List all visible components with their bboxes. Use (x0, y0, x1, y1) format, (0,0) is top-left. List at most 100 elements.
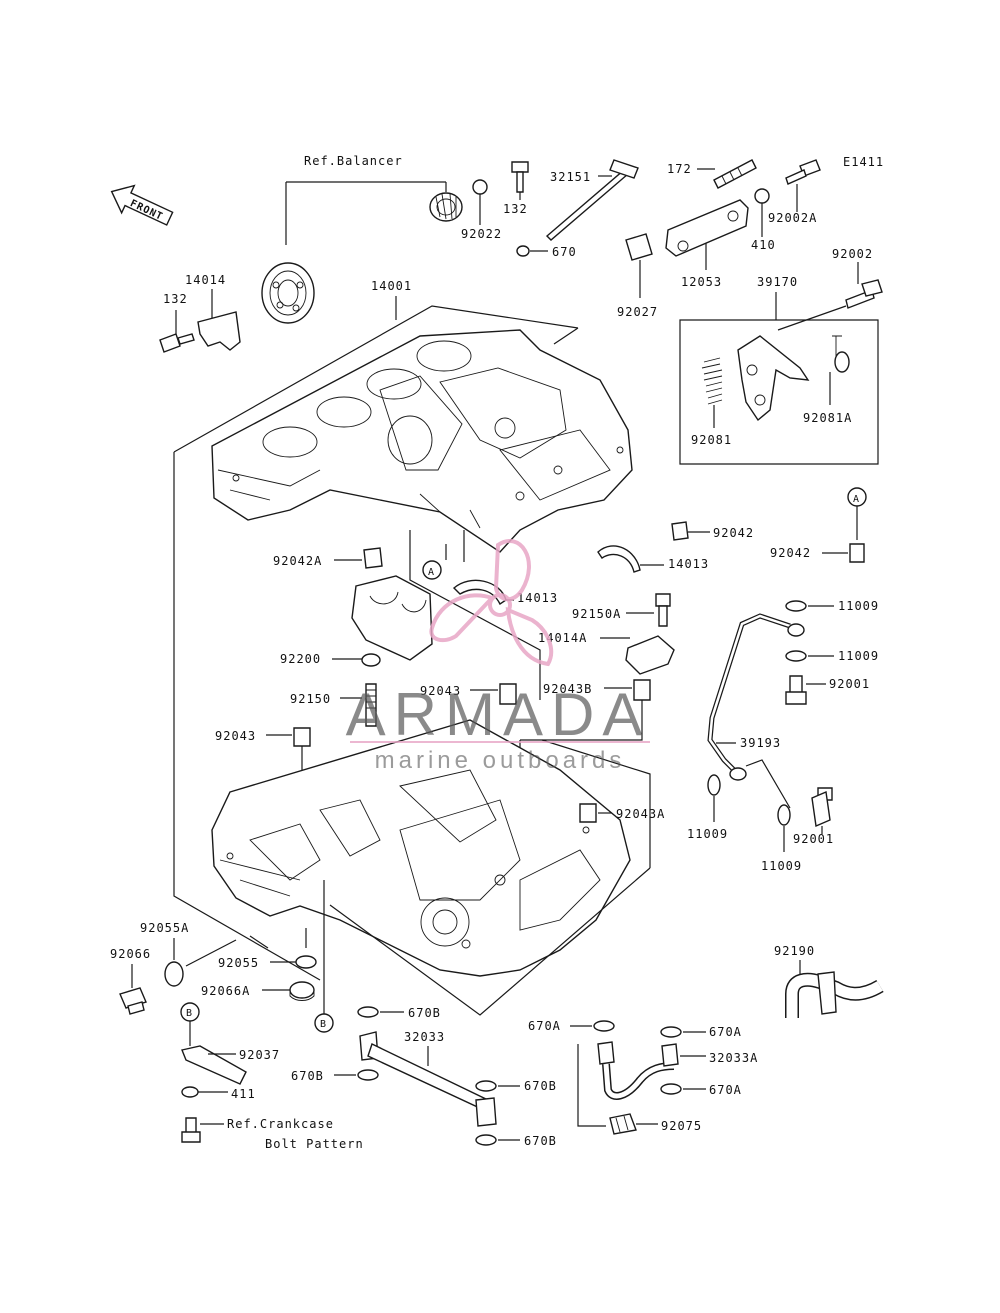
oring-92055 (295, 955, 317, 969)
label-92042-mid: 92042 (713, 526, 754, 540)
label-92043B: 92043B (543, 682, 592, 696)
spring-92081A (832, 335, 850, 373)
label-92081: 92081 (691, 433, 732, 447)
label-92066: 92066 (110, 947, 151, 961)
bearing-cap-block (351, 575, 433, 661)
label-92043-center: 92043 (420, 684, 461, 698)
washer-410 (754, 188, 770, 204)
label-670A-c: 670A (709, 1083, 742, 1097)
washer-11009-a (785, 600, 807, 612)
bracket-upper (173, 305, 579, 453)
label-14013-right: 14013 (668, 557, 709, 571)
label-32151: 32151 (550, 170, 591, 184)
oring-670 (516, 245, 530, 257)
plug-92066 (119, 987, 147, 1015)
marker-b-lower-label: B (320, 1019, 327, 1030)
pin-92027 (625, 233, 653, 261)
oring-92055A (164, 961, 184, 987)
spring-92081 (701, 357, 723, 405)
label-670B-c: 670B (524, 1079, 557, 1093)
dowel-92043A (579, 803, 597, 823)
cap-14014 (197, 311, 241, 351)
label-92027: 92027 (617, 305, 658, 319)
label-92055: 92055 (218, 956, 259, 970)
clamp-92075 (609, 1113, 637, 1135)
label-92043A: 92043A (616, 807, 665, 821)
label-670B-b: 670B (291, 1069, 324, 1083)
dowel-92043-left (293, 727, 311, 747)
marker-a-left-label: A (428, 567, 435, 578)
watermark-tagline: marine outboards (375, 747, 626, 774)
oring-670A-b (660, 1026, 682, 1038)
bolt-92002A (785, 159, 821, 185)
label-32033A: 32033A (709, 1051, 758, 1065)
washer-411 (181, 1086, 199, 1098)
plug-92066A (289, 981, 315, 1001)
label-92200: 92200 (280, 652, 321, 666)
watermark-brand: ARMADA (346, 681, 651, 748)
dowel-92042A (363, 547, 383, 569)
oring-670A-c (660, 1083, 682, 1095)
label-11009-d: 11009 (761, 859, 802, 873)
bearing-14013-mid (452, 579, 507, 606)
label-14013-mid: 14013 (517, 591, 558, 605)
label-132-top: 132 (503, 202, 528, 216)
dowel-92043B (633, 679, 651, 701)
bolt-132-top (511, 161, 529, 193)
marker-a-left (422, 560, 442, 580)
bearing-14013-right (597, 545, 641, 573)
label-11009-a: 11009 (838, 599, 879, 613)
label-92150A: 92150A (572, 607, 621, 621)
hose-92190 (785, 971, 884, 1018)
label-92081A: 92081A (803, 411, 852, 425)
guide-assembly-box (679, 319, 879, 465)
label-410: 410 (751, 238, 776, 252)
label-670B-a: 670B (408, 1006, 441, 1020)
label-92001-a: 92001 (829, 677, 870, 691)
dowel-92042-mid (671, 521, 689, 541)
tensioner-12053 (665, 199, 749, 257)
dowel-92043-center (499, 683, 517, 705)
chain-guide-39170 (737, 335, 810, 422)
label-32033: 32033 (404, 1030, 445, 1044)
ref-crankcase-label-1: Ref.Crankcase (227, 1117, 334, 1131)
washer-92022 (472, 179, 488, 195)
label-670A-a: 670A (528, 1019, 561, 1033)
plate-14014A (625, 635, 675, 675)
propeller-icon (429, 539, 554, 667)
label-92022: 92022 (461, 227, 502, 241)
label-92001-b: 92001 (793, 832, 834, 846)
washer-11009-b (785, 650, 807, 662)
pipe-32033A (597, 1041, 679, 1100)
label-92150: 92150 (290, 692, 331, 706)
shaft-32151 (545, 159, 639, 241)
label-92190: 92190 (774, 944, 815, 958)
label-172: 172 (667, 162, 692, 176)
ball-bearing (261, 262, 315, 324)
lower-crankcase (211, 719, 631, 977)
oring-670B-b (357, 1069, 379, 1081)
label-11009-c: 11009 (687, 827, 728, 841)
bolt-92150A (655, 593, 671, 627)
label-132-left: 132 (163, 292, 188, 306)
marker-b-left-label: B (186, 1008, 193, 1019)
ref-crankcase-label-2: Bolt Pattern (265, 1137, 364, 1151)
label-92042A: 92042A (273, 554, 322, 568)
armada-logo: ARMADA marine outboards (346, 539, 651, 774)
label-670: 670 (552, 245, 577, 259)
bolt-crankcase (181, 1117, 201, 1143)
bolt-92002 (845, 279, 883, 309)
label-92002: 92002 (832, 247, 873, 261)
bolt-92001-b (811, 787, 833, 828)
plate-92037 (181, 1045, 247, 1085)
stud-172 (713, 159, 757, 189)
diagram-code: E1411 (843, 155, 884, 169)
oring-670B-d (475, 1134, 497, 1146)
label-92002A: 92002A (768, 211, 817, 225)
label-92066A: 92066A (201, 984, 250, 998)
marker-a-right-label: A (853, 494, 860, 505)
label-14001: 14001 (371, 279, 412, 293)
label-12053: 12053 (681, 275, 722, 289)
